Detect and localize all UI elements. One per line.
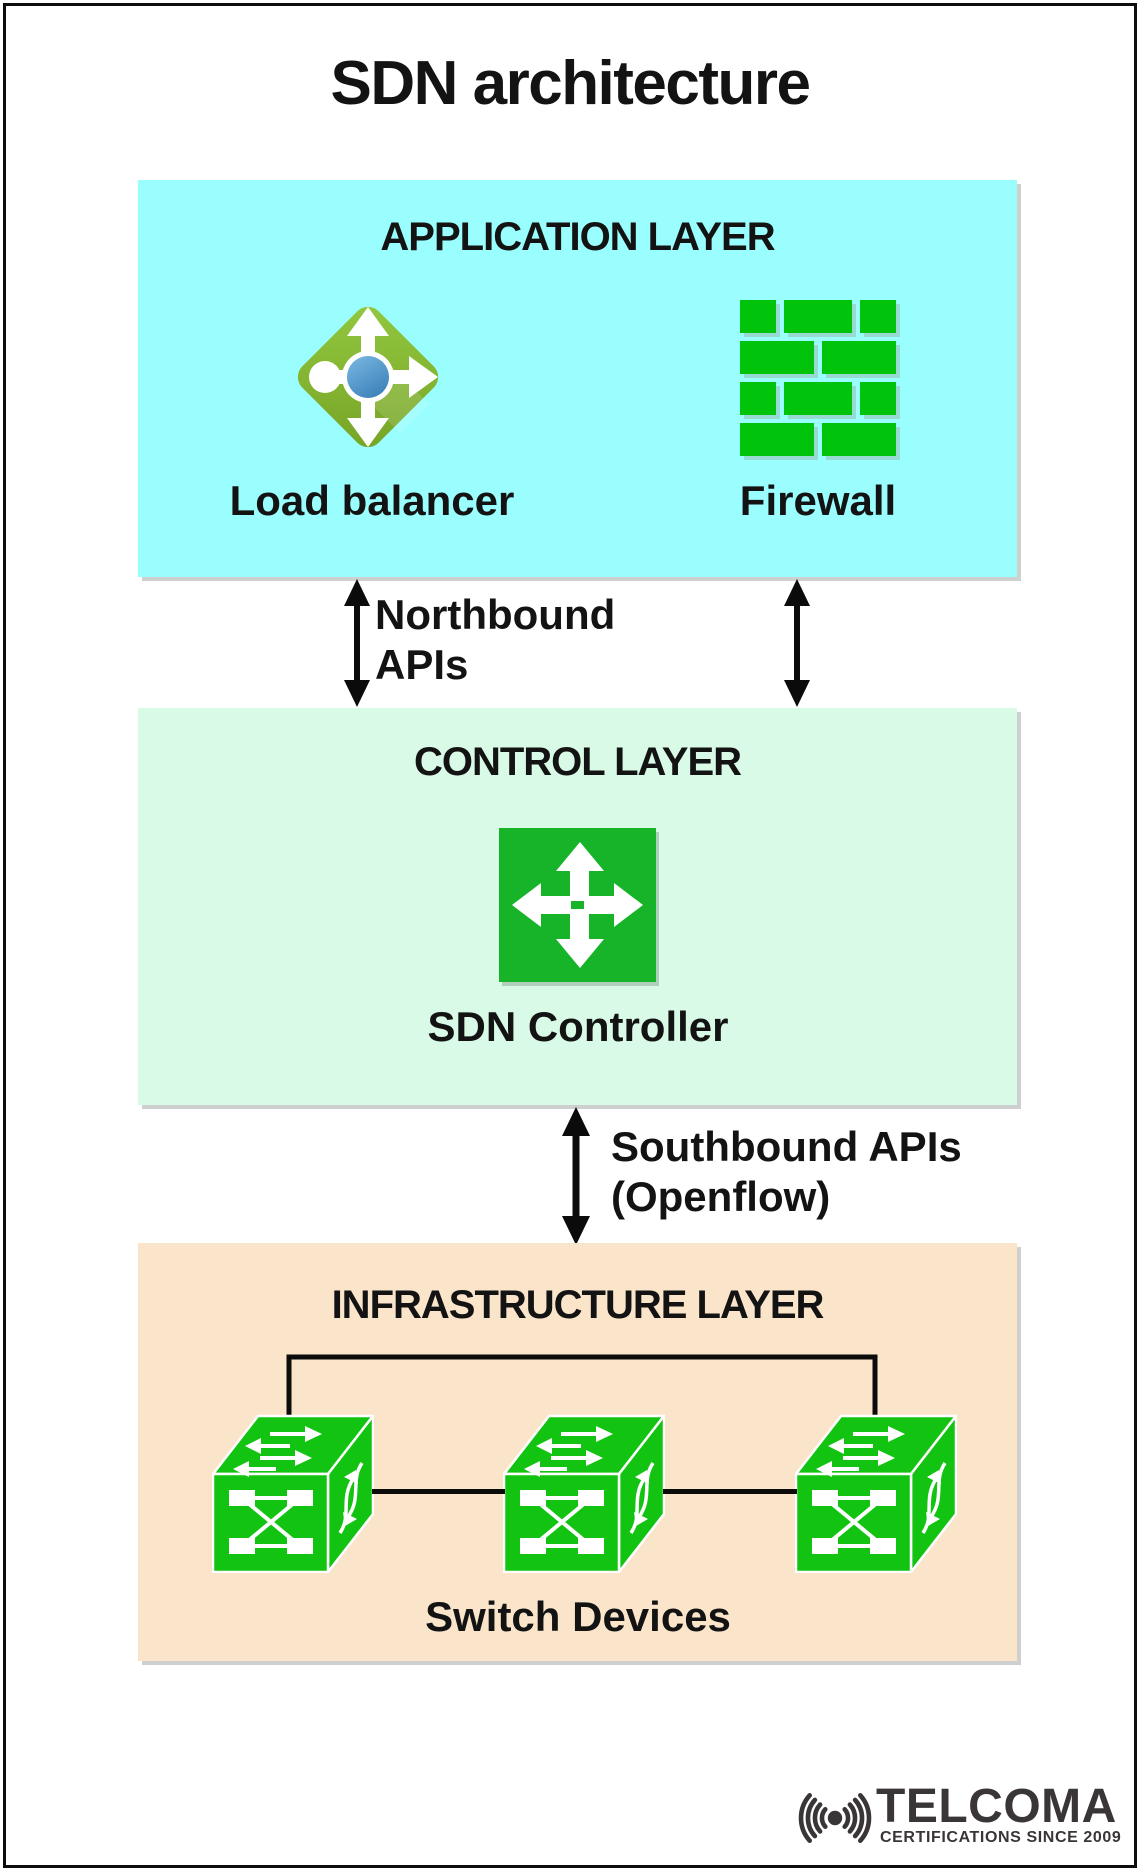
northbound-line2: APIs (375, 641, 469, 688)
switch-icon (212, 1413, 374, 1573)
northbound-arrow-left-icon (344, 579, 370, 707)
firewall-icon (740, 300, 900, 460)
telcoma-signal-icon (798, 1793, 872, 1843)
southbound-line2: (Openflow) (611, 1173, 831, 1220)
switch-bracket-connector (286, 1354, 878, 1420)
application-layer-heading: APPLICATION LAYER (380, 215, 775, 259)
northbound-apis-label: Northbound APIs (375, 590, 615, 690)
telcoma-brand: TELCOMA (876, 1780, 1117, 1833)
switch-icon (503, 1413, 665, 1573)
firewall-label: Firewall (739, 477, 897, 524)
load-balancer-label: Load balancer (229, 477, 515, 524)
page-title: SDN architecture (330, 49, 811, 118)
application-layer-box (138, 180, 1017, 577)
sdn-controller-icon (499, 828, 659, 986)
switch-link-line (663, 1489, 797, 1494)
telcoma-tagline: CERTIFICATIONS SINCE 2009 (880, 1829, 1122, 1846)
southbound-arrow-icon (562, 1107, 590, 1245)
switch-icon (795, 1413, 957, 1573)
switch-devices-label: Switch Devices (425, 1593, 731, 1640)
sdn-controller-label: SDN Controller (427, 1003, 729, 1050)
northbound-arrow-right-icon (784, 579, 810, 707)
infrastructure-layer-heading: INFRASTRUCTURE LAYER (331, 1283, 825, 1327)
switch-link-line (372, 1489, 505, 1494)
southbound-line1: Southbound APIs (611, 1123, 962, 1170)
control-layer-heading: CONTROL LAYER (413, 740, 742, 784)
load-balancer-icon (297, 306, 439, 448)
northbound-line1: Northbound (375, 591, 616, 638)
southbound-apis-label: Southbound APIs (Openflow) (611, 1122, 962, 1222)
